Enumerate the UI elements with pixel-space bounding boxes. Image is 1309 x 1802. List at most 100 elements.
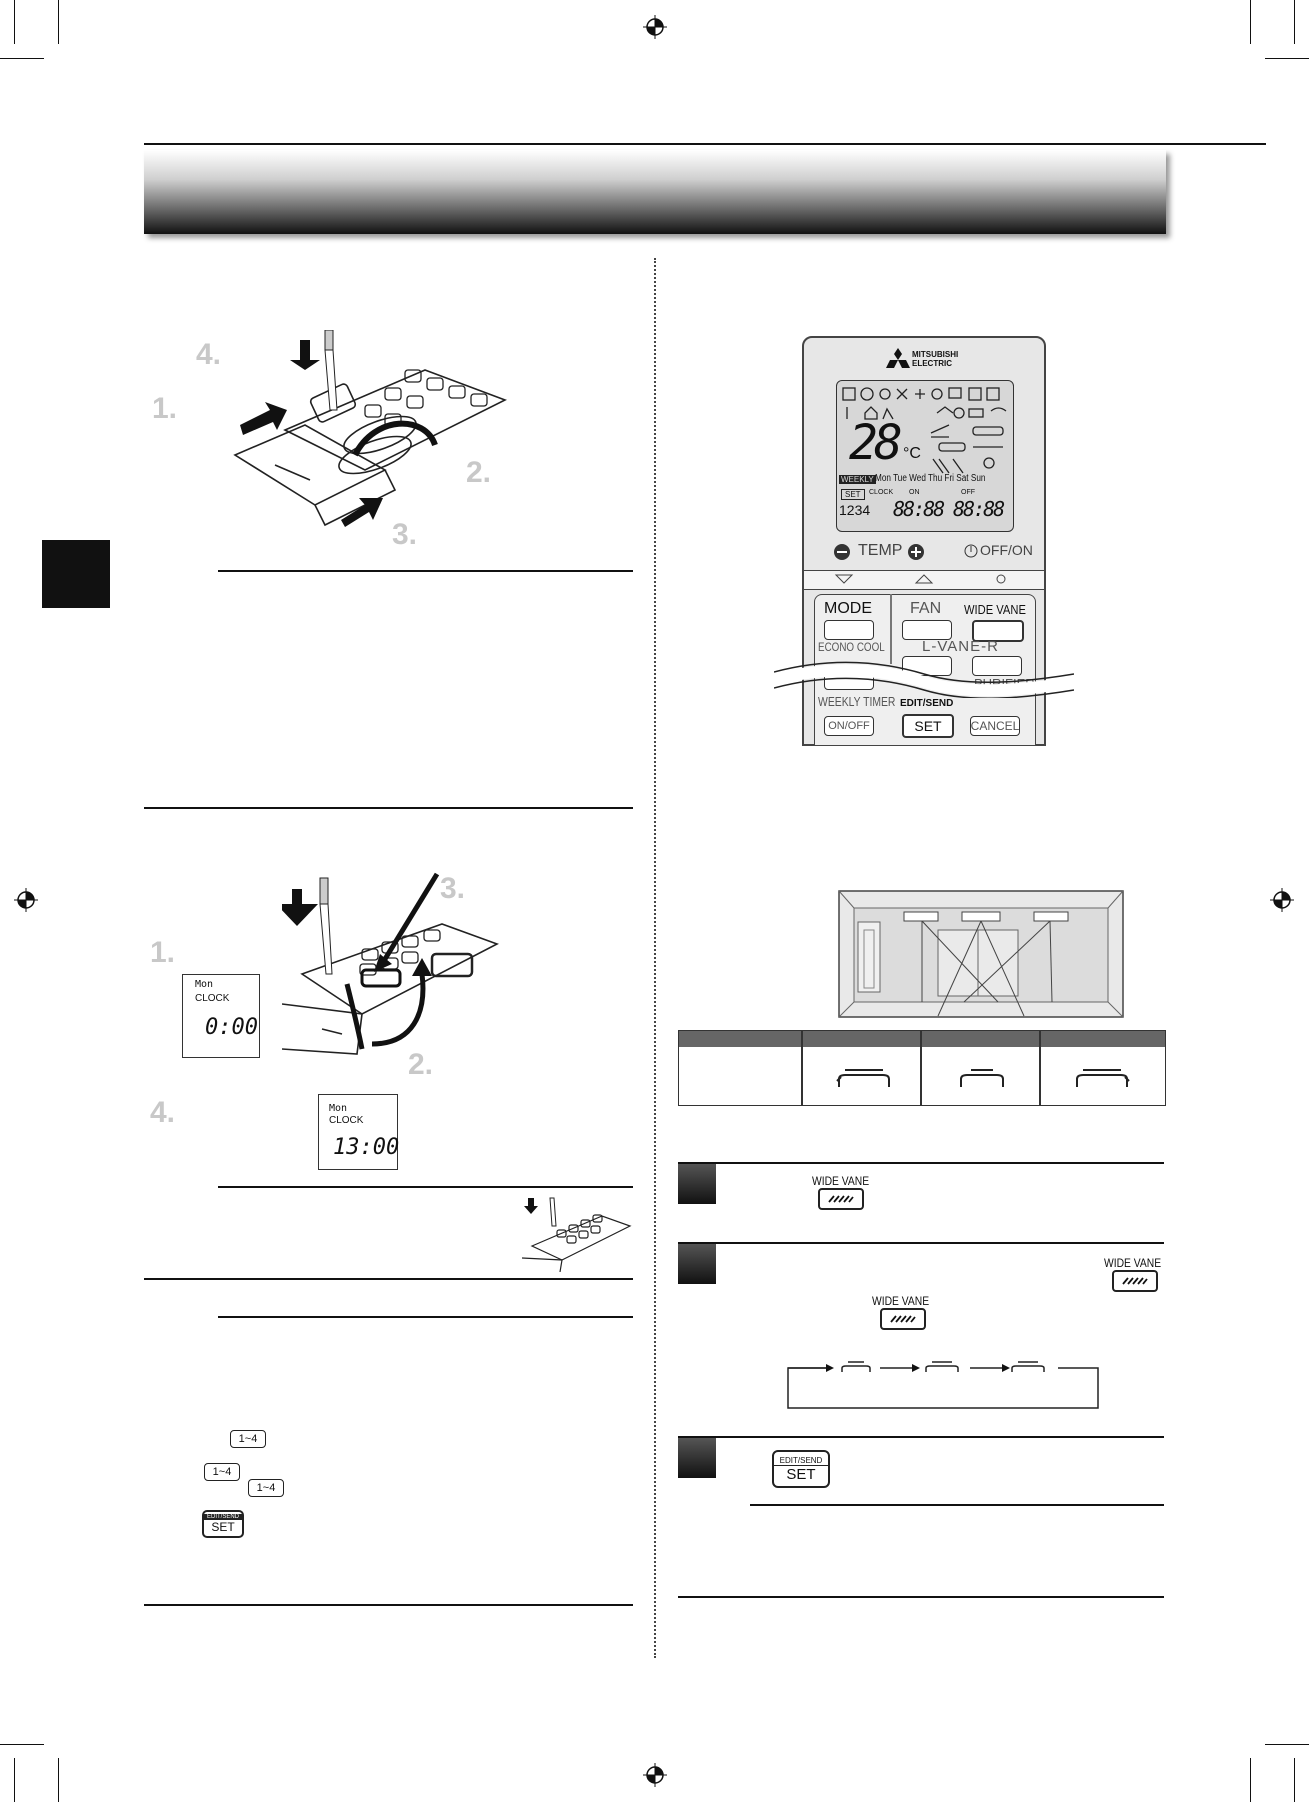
mitsubishi-logo-icon [886, 348, 910, 368]
rule [678, 1162, 1164, 1164]
registration-mark-icon [643, 1763, 667, 1787]
rule [144, 1604, 633, 1606]
fan-label: FAN [910, 600, 942, 617]
clock-step-2: 2. [408, 1048, 434, 1081]
reset-illustration [522, 1197, 632, 1272]
table-header [679, 1031, 1165, 1047]
wide-vane-button-3[interactable] [880, 1308, 926, 1330]
cancel-label: CANCEL [970, 719, 1020, 733]
edit-send-label: EDIT/SEND [774, 1456, 828, 1466]
offon-label: OFF/ON [980, 542, 1033, 558]
rule [218, 1186, 633, 1188]
up-arrow-button-icon[interactable] [914, 574, 934, 584]
vane-direction-table [678, 1030, 1166, 1106]
mode-label: MODE [824, 600, 872, 617]
battery-step-3: 3. [392, 518, 418, 551]
lcd-time: 13:00 [333, 1135, 400, 1160]
edit-send-set-button[interactable]: EDIT/SEND SET [772, 1450, 830, 1488]
vane-right-icon [1076, 1069, 1130, 1087]
vane-cycle-diagram [787, 1361, 1099, 1409]
wide-vane-button[interactable] [972, 620, 1024, 642]
arrow-button-row [804, 570, 1044, 590]
cancel-button[interactable]: CANCEL [970, 716, 1020, 736]
lcd-days: Mon Tue Wed Thu Fri Sat Sun [875, 473, 986, 484]
weekly-timer-label: WEEKLY TIMER [818, 694, 896, 709]
weekly-onoff-button[interactable]: ON/OFF [824, 716, 874, 736]
cut-line [774, 661, 1074, 698]
lcd-clock-label: CLOCK [195, 993, 230, 1004]
clock-step-1: 1. [150, 936, 176, 969]
temp-down-icon[interactable] [834, 544, 850, 560]
wide-vane-glyph-icon [890, 1315, 916, 1323]
wide-vane-label-1: WIDE VANE [812, 1174, 870, 1188]
lvane-label: L-VANE-R [922, 638, 999, 655]
fan-button[interactable] [902, 620, 952, 640]
column-divider [654, 258, 656, 1658]
set-button-top-label: EDIT/SEND [204, 1514, 242, 1520]
clock-lcd-blinking: Mon CLOCK 0:00 [182, 974, 260, 1058]
header-rule [144, 143, 1266, 145]
rule [144, 807, 633, 809]
range-button-1[interactable]: 1~4 [230, 1430, 266, 1448]
range-button-2[interactable]: 1~4 [204, 1463, 240, 1481]
lcd-day: Mon [195, 979, 214, 990]
battery-step-1: 1. [152, 392, 178, 425]
wide-vane-glyph-icon [1122, 1277, 1148, 1285]
clock-step-4: 4. [150, 1096, 176, 1129]
registration-mark-icon [1270, 888, 1294, 912]
registration-mark-icon [14, 888, 38, 912]
rule [750, 1504, 1164, 1506]
temp-up-icon[interactable] [908, 544, 924, 560]
wide-vane-label-3: WIDE VANE [872, 1294, 930, 1308]
wide-vane-button-1[interactable] [818, 1188, 864, 1210]
rule [678, 1436, 1164, 1438]
step-marker-3 [678, 1438, 716, 1478]
lcd-on: ON [909, 489, 920, 496]
rule [218, 1316, 633, 1318]
battery-step-4: 4. [196, 338, 222, 371]
table-col-divider [1039, 1031, 1041, 1105]
clock-step-3: 3. [440, 872, 466, 905]
rule [678, 1242, 1164, 1244]
brand-name: MITSUBISHI ELECTRIC [912, 350, 959, 368]
clock-set-illustration [282, 872, 499, 1055]
weekly-onoff-label: ON/OFF [828, 720, 870, 732]
wide-vane-button-2[interactable] [1112, 1270, 1158, 1292]
rule [218, 570, 633, 572]
edit-send-label: EDIT/SEND [900, 698, 954, 709]
circle-button-icon[interactable] [996, 574, 1006, 584]
range-button-3[interactable]: 1~4 [248, 1479, 284, 1497]
wide-vane-label: WIDE VANE [964, 602, 1026, 617]
battery-install-illustration [233, 330, 507, 527]
set-button[interactable]: SET [902, 714, 954, 738]
purifier-button[interactable] [972, 656, 1022, 676]
step-marker-2 [678, 1244, 716, 1284]
lcd-set: SET [841, 489, 865, 500]
lcd-day: Mon [329, 1103, 348, 1114]
step-marker-1 [678, 1164, 716, 1204]
mode-button[interactable] [824, 620, 874, 640]
set-button-small[interactable]: EDIT/SEND SET [202, 1510, 244, 1538]
power-icon [964, 544, 978, 558]
status-icons-row [846, 406, 1007, 420]
vane-left-icon [836, 1069, 890, 1087]
econo-cool-label: ECONO COOL [818, 640, 885, 654]
remote-lcd: 28 °C WEEKLY Mon Tue Wed Thu Fri Sat Sun… [836, 380, 1014, 532]
lcd-temp: 28 [849, 415, 903, 471]
lcd-unit: °C [903, 445, 921, 462]
lcd-clock-label: CLOCK [329, 1115, 364, 1126]
panel-divider [890, 594, 892, 664]
lcd-program: 1234 [839, 502, 871, 518]
set-label: SET [786, 1465, 816, 1483]
lcd-off: OFF [961, 489, 975, 496]
remote-controller: MITSUBISHI ELECTRIC 28 °C WEEKLY Mon [774, 336, 1074, 746]
wide-vane-label-2: WIDE VANE [1104, 1256, 1162, 1270]
vane-center-icon [960, 1069, 1004, 1087]
set-button-label: SET [211, 1520, 235, 1534]
registration-mark-icon [643, 15, 667, 39]
lcd-weekly: WEEKLY [839, 475, 876, 484]
battery-step-2: 2. [466, 456, 492, 489]
down-arrow-button-icon[interactable] [834, 574, 854, 584]
table-col-divider [920, 1031, 922, 1105]
lcd-clock: CLOCK [869, 489, 894, 496]
